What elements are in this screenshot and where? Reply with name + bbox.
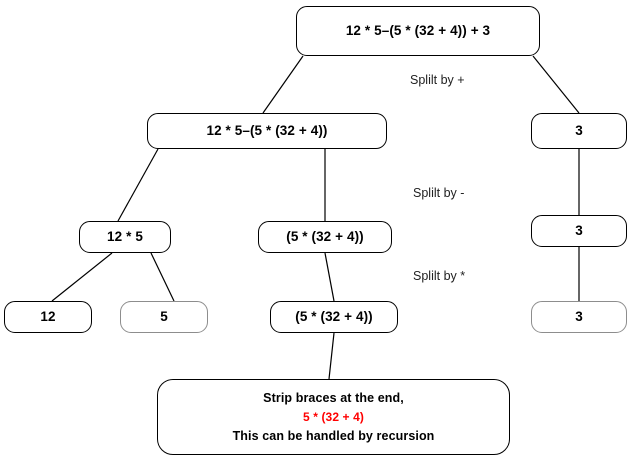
node-lvl3-mid[interactable]: (5 * (32 + 4)) — [258, 221, 392, 253]
node-root[interactable]: 12 * 5–(5 * (32 + 4)) + 3 — [296, 6, 540, 56]
node-lvl4-mid[interactable]: (5 * (32 + 4)) — [270, 301, 398, 333]
edge-lvl2left-to-lvl3left — [117, 148, 159, 222]
node-label: 12 * 5–(5 * (32 + 4)) + 3 — [345, 23, 491, 39]
node-lvl4-leaf-12[interactable]: 12 — [4, 301, 92, 333]
node-label: 3 — [575, 123, 583, 139]
node-lvl2-right[interactable]: 3 — [531, 113, 627, 149]
node-label: 12 — [40, 309, 56, 325]
edge-lvl3left-to-leaf5 — [150, 252, 175, 302]
node-label: 12 * 5–(5 * (32 + 4)) — [206, 123, 328, 139]
result-note: Strip braces at the end, — [263, 391, 404, 406]
label-times: Splilt by * — [413, 269, 466, 283]
node-lvl4-leaf-5[interactable]: 5 — [120, 301, 208, 333]
node-lvl2-left[interactable]: 12 * 5–(5 * (32 + 4)) — [147, 113, 387, 149]
edge-root-to-lvl2-right — [532, 55, 580, 114]
node-lvl4-right[interactable]: 3 — [531, 301, 627, 333]
node-lvl3-right[interactable]: 3 — [531, 215, 627, 247]
node-result[interactable]: Strip braces at the end, 5 * (32 + 4) This… — [157, 379, 510, 455]
result-expression: 5 * (32 + 4) — [303, 409, 364, 424]
node-label: (5 * (32 + 4)) — [295, 309, 373, 325]
edge-lvl4mid-to-result — [328, 332, 335, 380]
label-plus: Splilt by + — [410, 73, 465, 87]
node-label: 3 — [575, 223, 583, 239]
edge-lvl3left-to-leaf12 — [51, 252, 113, 302]
node-label: 3 — [575, 309, 583, 325]
node-lvl3-left[interactable]: 12 * 5 — [79, 221, 171, 253]
node-label: (5 * (32 + 4)) — [286, 229, 364, 245]
result-note: This can be handled by recursion — [232, 429, 435, 444]
edge-root-to-lvl2-left — [262, 55, 304, 114]
edge-lvl3mid-to-lvl4mid — [324, 252, 335, 302]
label-minus: Splilt by - — [413, 186, 465, 200]
node-label: 5 — [160, 309, 168, 325]
node-label: 12 * 5 — [107, 229, 143, 245]
